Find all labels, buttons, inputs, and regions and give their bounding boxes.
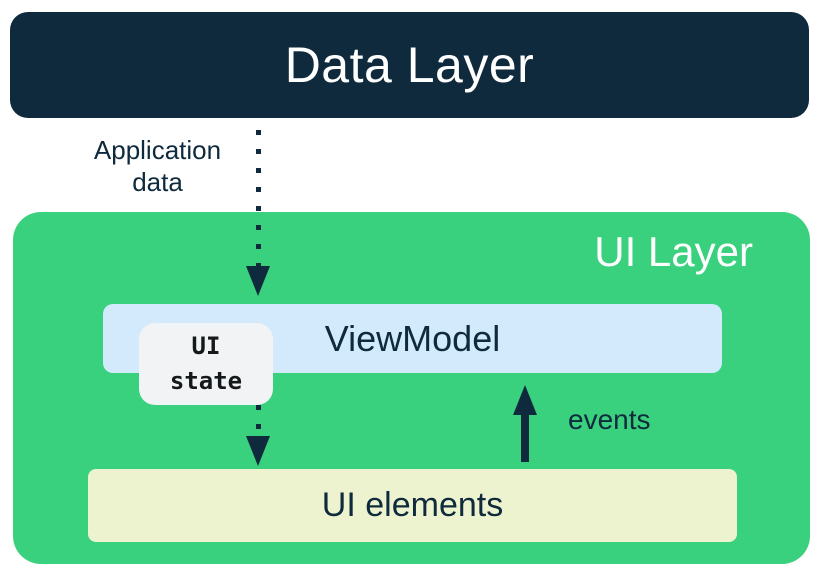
arrow-down-icon [246,266,270,296]
ui-elements-label: UI elements [321,486,504,524]
data-layer-box: Data Layer [10,12,809,118]
application-data-arrow-line [256,130,261,267]
ui-state-chip: UI state [139,323,273,405]
application-data-label-line2: data [132,167,183,197]
ui-state-label-line2: state [169,367,243,395]
arrow-up-icon [513,385,537,415]
events-label: events [568,404,651,435]
arrow-down-icon [246,436,270,466]
events-arrow-shaft [521,412,529,462]
application-data-label: Application data [70,134,245,198]
application-data-label-line1: Application [93,135,222,165]
ui-state-label-line1: UI [191,332,221,360]
data-layer-label: Data Layer [284,37,535,93]
ui-state-arrow-line [256,405,261,437]
ui-elements-box: UI elements [88,469,737,542]
viewmodel-label: ViewModel [324,317,501,359]
ui-layer-label: UI Layer [594,228,753,275]
